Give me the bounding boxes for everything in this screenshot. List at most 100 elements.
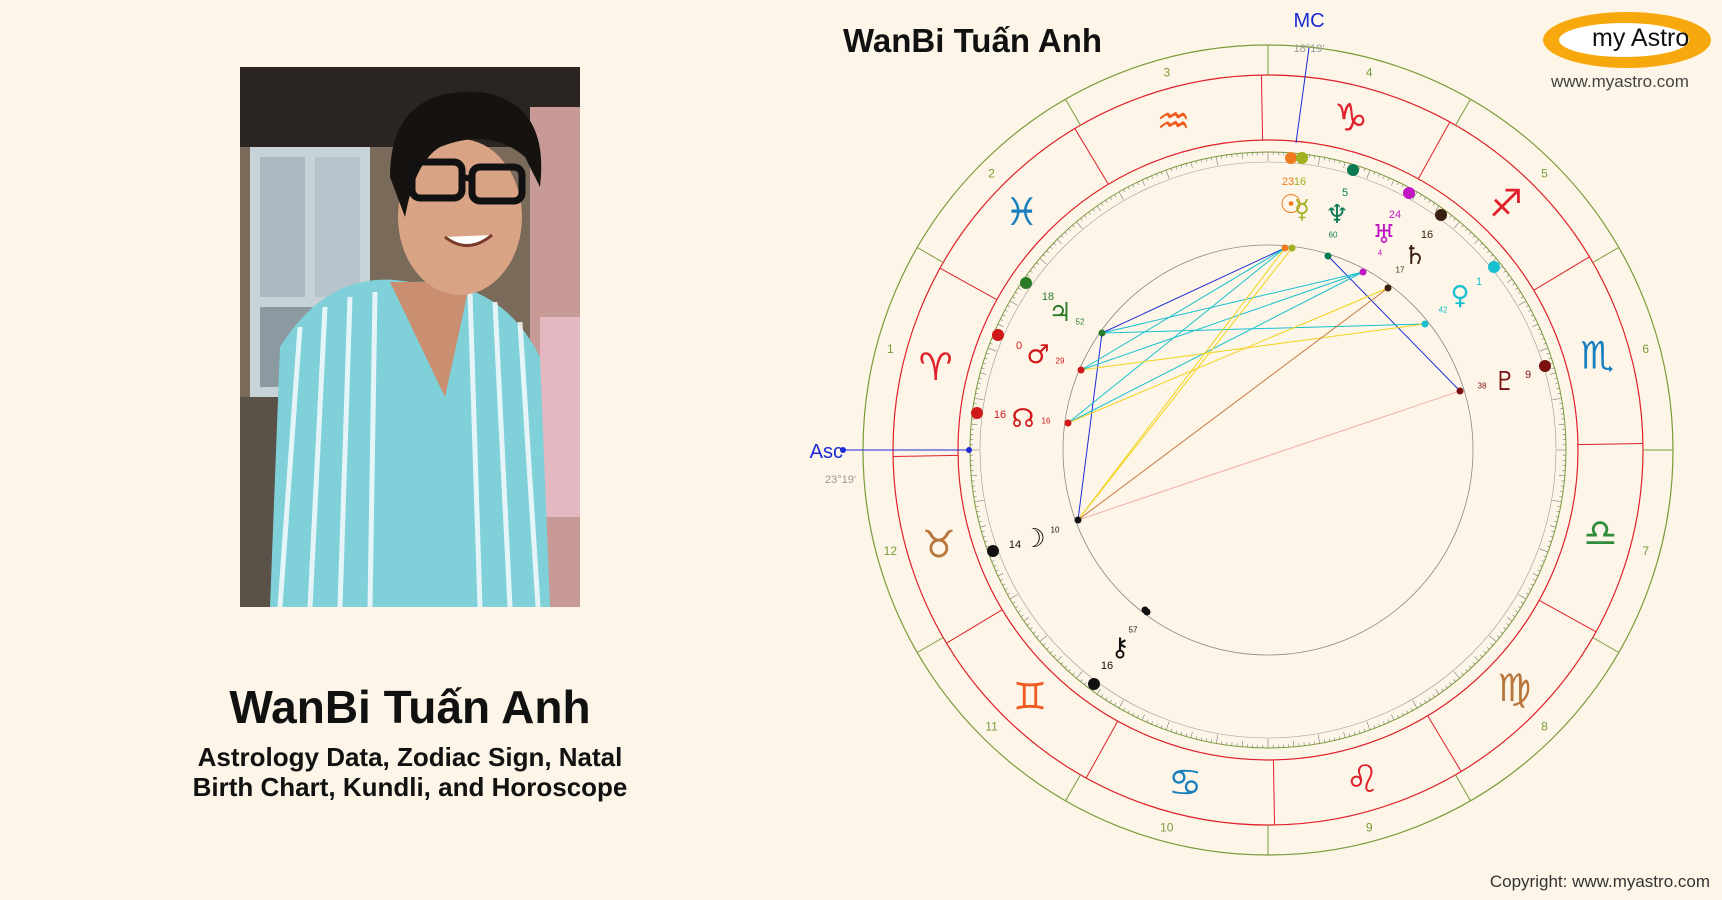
saturn-inner-marker bbox=[1384, 284, 1392, 292]
degree-tick bbox=[1105, 199, 1108, 203]
degree-tick bbox=[1017, 610, 1021, 613]
degree-tick bbox=[1190, 731, 1193, 738]
zodiac-scorpio-icon: ♏ bbox=[1580, 334, 1614, 378]
degree-tick bbox=[1530, 583, 1534, 586]
degree-tick bbox=[1160, 725, 1163, 729]
degree-tick bbox=[1479, 654, 1483, 658]
pluto-minute: 38 bbox=[1478, 382, 1487, 391]
aspect-line bbox=[1327, 255, 1461, 392]
degree-tick bbox=[1419, 194, 1422, 198]
neptune-inner-marker bbox=[1324, 252, 1332, 260]
degree-tick bbox=[1503, 627, 1507, 630]
zodiac-outer-ring bbox=[892, 74, 1644, 826]
degree-tick bbox=[976, 511, 980, 513]
jupiter-marker bbox=[1020, 277, 1032, 289]
copyright-text: Copyright: www.myastro.com bbox=[1489, 872, 1710, 891]
degree-tick bbox=[1424, 197, 1427, 200]
degree-tick bbox=[1532, 323, 1539, 327]
mars-icon: ♂ bbox=[1026, 340, 1049, 370]
degree-tick bbox=[1489, 635, 1497, 642]
saturn-icon: ♄ bbox=[1403, 241, 1426, 271]
degree-tick bbox=[1453, 221, 1460, 229]
degree-tick bbox=[1339, 160, 1341, 164]
degree-tick bbox=[1497, 635, 1500, 638]
degree-tick bbox=[1468, 231, 1472, 235]
house-number-1: 1 bbox=[887, 342, 894, 356]
degree-tick bbox=[1123, 189, 1126, 193]
degree-tick bbox=[1060, 661, 1064, 665]
zodiac-taurus-icon: ♉ bbox=[922, 522, 956, 566]
degree-tick bbox=[986, 545, 990, 548]
degree-tick bbox=[1046, 647, 1049, 650]
degree-tick bbox=[1543, 555, 1547, 558]
degree-tick bbox=[982, 362, 986, 365]
degree-tick bbox=[1483, 650, 1487, 654]
degree-tick bbox=[1533, 579, 1536, 581]
degree-tick bbox=[1558, 423, 1565, 425]
degree-tick bbox=[1557, 392, 1561, 395]
house-cusp bbox=[917, 637, 944, 653]
subject-photo bbox=[240, 67, 580, 607]
degree-tick bbox=[1518, 300, 1527, 306]
degree-tick bbox=[1053, 654, 1057, 658]
moon-inner-marker bbox=[1074, 516, 1082, 524]
degree-tick bbox=[997, 323, 1004, 327]
node-degree: 16 bbox=[994, 409, 1006, 421]
degree-tick bbox=[1465, 669, 1468, 672]
degree-tick bbox=[1525, 592, 1529, 595]
degree-tick bbox=[1391, 714, 1395, 721]
degree-tick bbox=[1080, 218, 1083, 221]
degree-tick bbox=[1397, 182, 1399, 185]
degree-tick bbox=[1552, 397, 1562, 401]
degree-tick bbox=[1118, 191, 1124, 200]
degree-tick bbox=[1552, 499, 1562, 503]
moon-minute: 10 bbox=[1051, 526, 1060, 535]
house-number-9: 9 bbox=[1366, 821, 1373, 835]
degree-tick bbox=[1185, 733, 1187, 737]
degree-tick bbox=[971, 423, 978, 425]
degree-tick bbox=[1556, 387, 1560, 389]
degree-tick bbox=[987, 347, 997, 352]
degree-tick bbox=[1506, 274, 1510, 277]
house-number-10: 10 bbox=[1160, 821, 1174, 835]
degree-tick bbox=[1329, 738, 1331, 742]
mc-label: MC bbox=[1293, 10, 1324, 32]
degree-tick bbox=[989, 342, 993, 345]
mercury-marker bbox=[1296, 152, 1308, 164]
zodiac-divider bbox=[1577, 442, 1643, 446]
degree-tick bbox=[1479, 242, 1483, 246]
degree-tick bbox=[1317, 734, 1321, 744]
degree-tick bbox=[1349, 733, 1351, 737]
degree-tick bbox=[1032, 631, 1036, 634]
zodiac-divider bbox=[1417, 121, 1451, 180]
chiron-extra-marker bbox=[1141, 606, 1149, 614]
degree-tick bbox=[1076, 221, 1083, 229]
degree-tick bbox=[1472, 661, 1476, 665]
degree-tick bbox=[1175, 166, 1178, 170]
myastro-logo[interactable]: my Astro bbox=[1543, 12, 1711, 68]
degree-tick bbox=[1546, 545, 1550, 548]
moon-icon: ☽ bbox=[1022, 524, 1045, 554]
degree-tick bbox=[1180, 732, 1183, 736]
degree-tick bbox=[1373, 725, 1376, 729]
degree-tick bbox=[1039, 635, 1047, 642]
degree-tick bbox=[1445, 685, 1448, 689]
degree-tick bbox=[1412, 191, 1418, 200]
aspect-line bbox=[1077, 390, 1461, 521]
aspect-line bbox=[1077, 247, 1293, 521]
zodiac-aquarius-icon: ♒ bbox=[1157, 99, 1191, 143]
degree-tick bbox=[1210, 739, 1213, 743]
degree-tick bbox=[1323, 739, 1326, 743]
degree-tick bbox=[1007, 305, 1011, 308]
degree-tick bbox=[980, 525, 987, 528]
aspect-line bbox=[1080, 247, 1286, 371]
degree-tick bbox=[1293, 740, 1295, 747]
logo-url[interactable]: www.myastro.com bbox=[1551, 72, 1689, 91]
degree-tick bbox=[1541, 338, 1545, 340]
chart-title: WanBi Tuấn Anh bbox=[843, 22, 1103, 59]
degree-tick bbox=[1555, 516, 1559, 518]
degree-tick bbox=[1382, 721, 1385, 725]
degree-tick bbox=[1064, 665, 1068, 669]
degree-tick bbox=[1042, 254, 1046, 257]
